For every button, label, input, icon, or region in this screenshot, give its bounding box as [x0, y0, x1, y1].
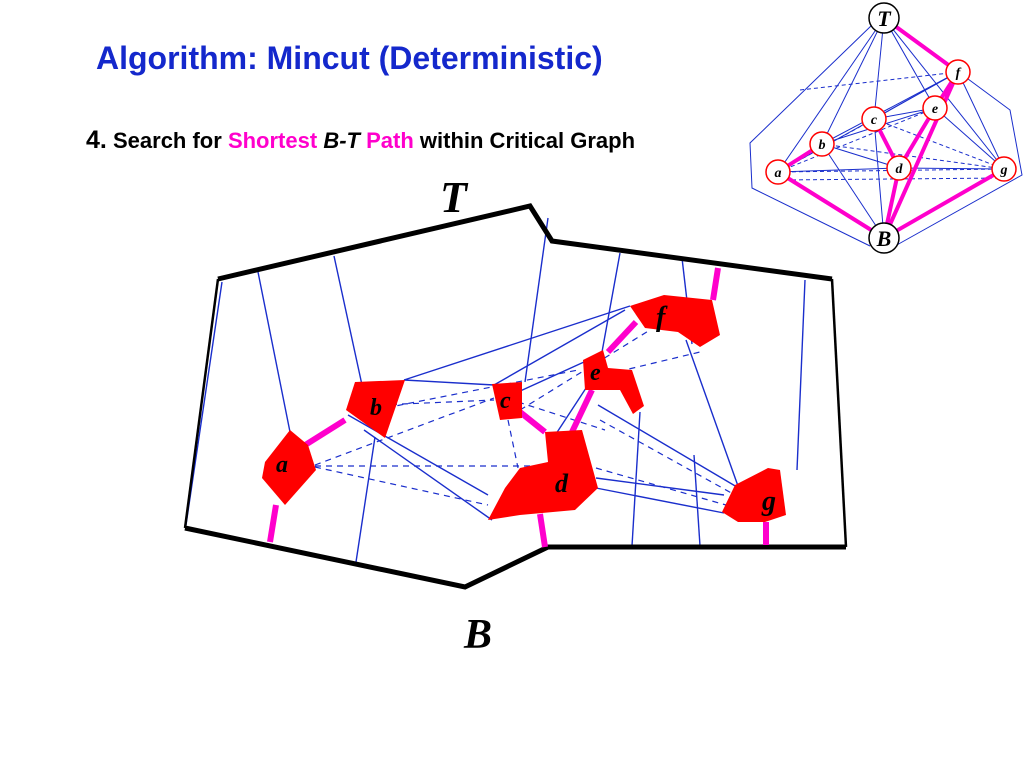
region-f: [630, 295, 720, 347]
region-c: [492, 382, 522, 420]
step-text-bt: B-T: [323, 128, 360, 153]
inset-node-d: [886, 155, 912, 181]
region-labels: a b c d e f g: [276, 302, 776, 517]
step-text-post: within Critical Graph: [419, 128, 636, 153]
inset-label-f: f: [956, 66, 962, 81]
top-label: T: [440, 173, 469, 222]
inset-nodes: [765, 2, 1017, 254]
inset-node-c: [861, 106, 887, 132]
region-d: [488, 430, 598, 520]
step-instruction: 4. Search for Shortest B-T Path within C…: [86, 126, 635, 155]
region-label-b: b: [370, 395, 382, 421]
inset-node-g: [991, 156, 1017, 182]
inset-label-g: g: [1000, 163, 1008, 178]
region-label-g: g: [761, 486, 776, 517]
inset-label-T: T: [877, 6, 892, 31]
inset-label-c: c: [871, 113, 878, 128]
inset-node-e: [922, 95, 948, 121]
region-a: [262, 430, 316, 505]
shortest-path: [267, 267, 769, 548]
step-number: 4.: [86, 126, 107, 154]
inset-node-B: [868, 222, 900, 254]
region-label-f: f: [656, 302, 668, 333]
inset-label-d: d: [896, 162, 904, 177]
inset-graph: T B a b c d e f g: [749, 2, 1023, 254]
region-g: [722, 468, 786, 522]
region-label-e: e: [590, 360, 601, 386]
wire-lines: [185, 217, 806, 563]
region-b: [346, 380, 405, 438]
inset-node-labels: T B a b c d e f g: [775, 6, 1008, 251]
step-text-pre: Search for: [112, 128, 222, 153]
region-label-c: c: [500, 388, 511, 414]
side-walls: [183, 278, 848, 548]
inset-node-a: [765, 159, 791, 185]
dashed-lines: [314, 329, 736, 506]
step-text-path: Path: [366, 128, 414, 153]
inset-label-b: b: [819, 138, 826, 153]
inset-label-e: e: [932, 102, 938, 117]
region-e: [583, 350, 644, 414]
bottom-label: B: [463, 612, 492, 658]
inset-node-f: [945, 59, 971, 85]
region-label-a: a: [276, 452, 288, 478]
boundary: [184, 203, 846, 590]
step-text-shortest: Shortest: [227, 128, 318, 153]
region-label-d: d: [555, 469, 569, 498]
slide-title: Algorithm: Mincut (Deterministic): [96, 40, 603, 76]
inset-path-edges: [776, 16, 1005, 240]
inset-label-a: a: [775, 166, 782, 181]
regions: [262, 295, 786, 522]
inset-node-b: [809, 131, 835, 157]
inset-hull: [749, 24, 1023, 247]
inset-node-T: [868, 2, 900, 34]
inset-label-B: B: [876, 226, 892, 251]
